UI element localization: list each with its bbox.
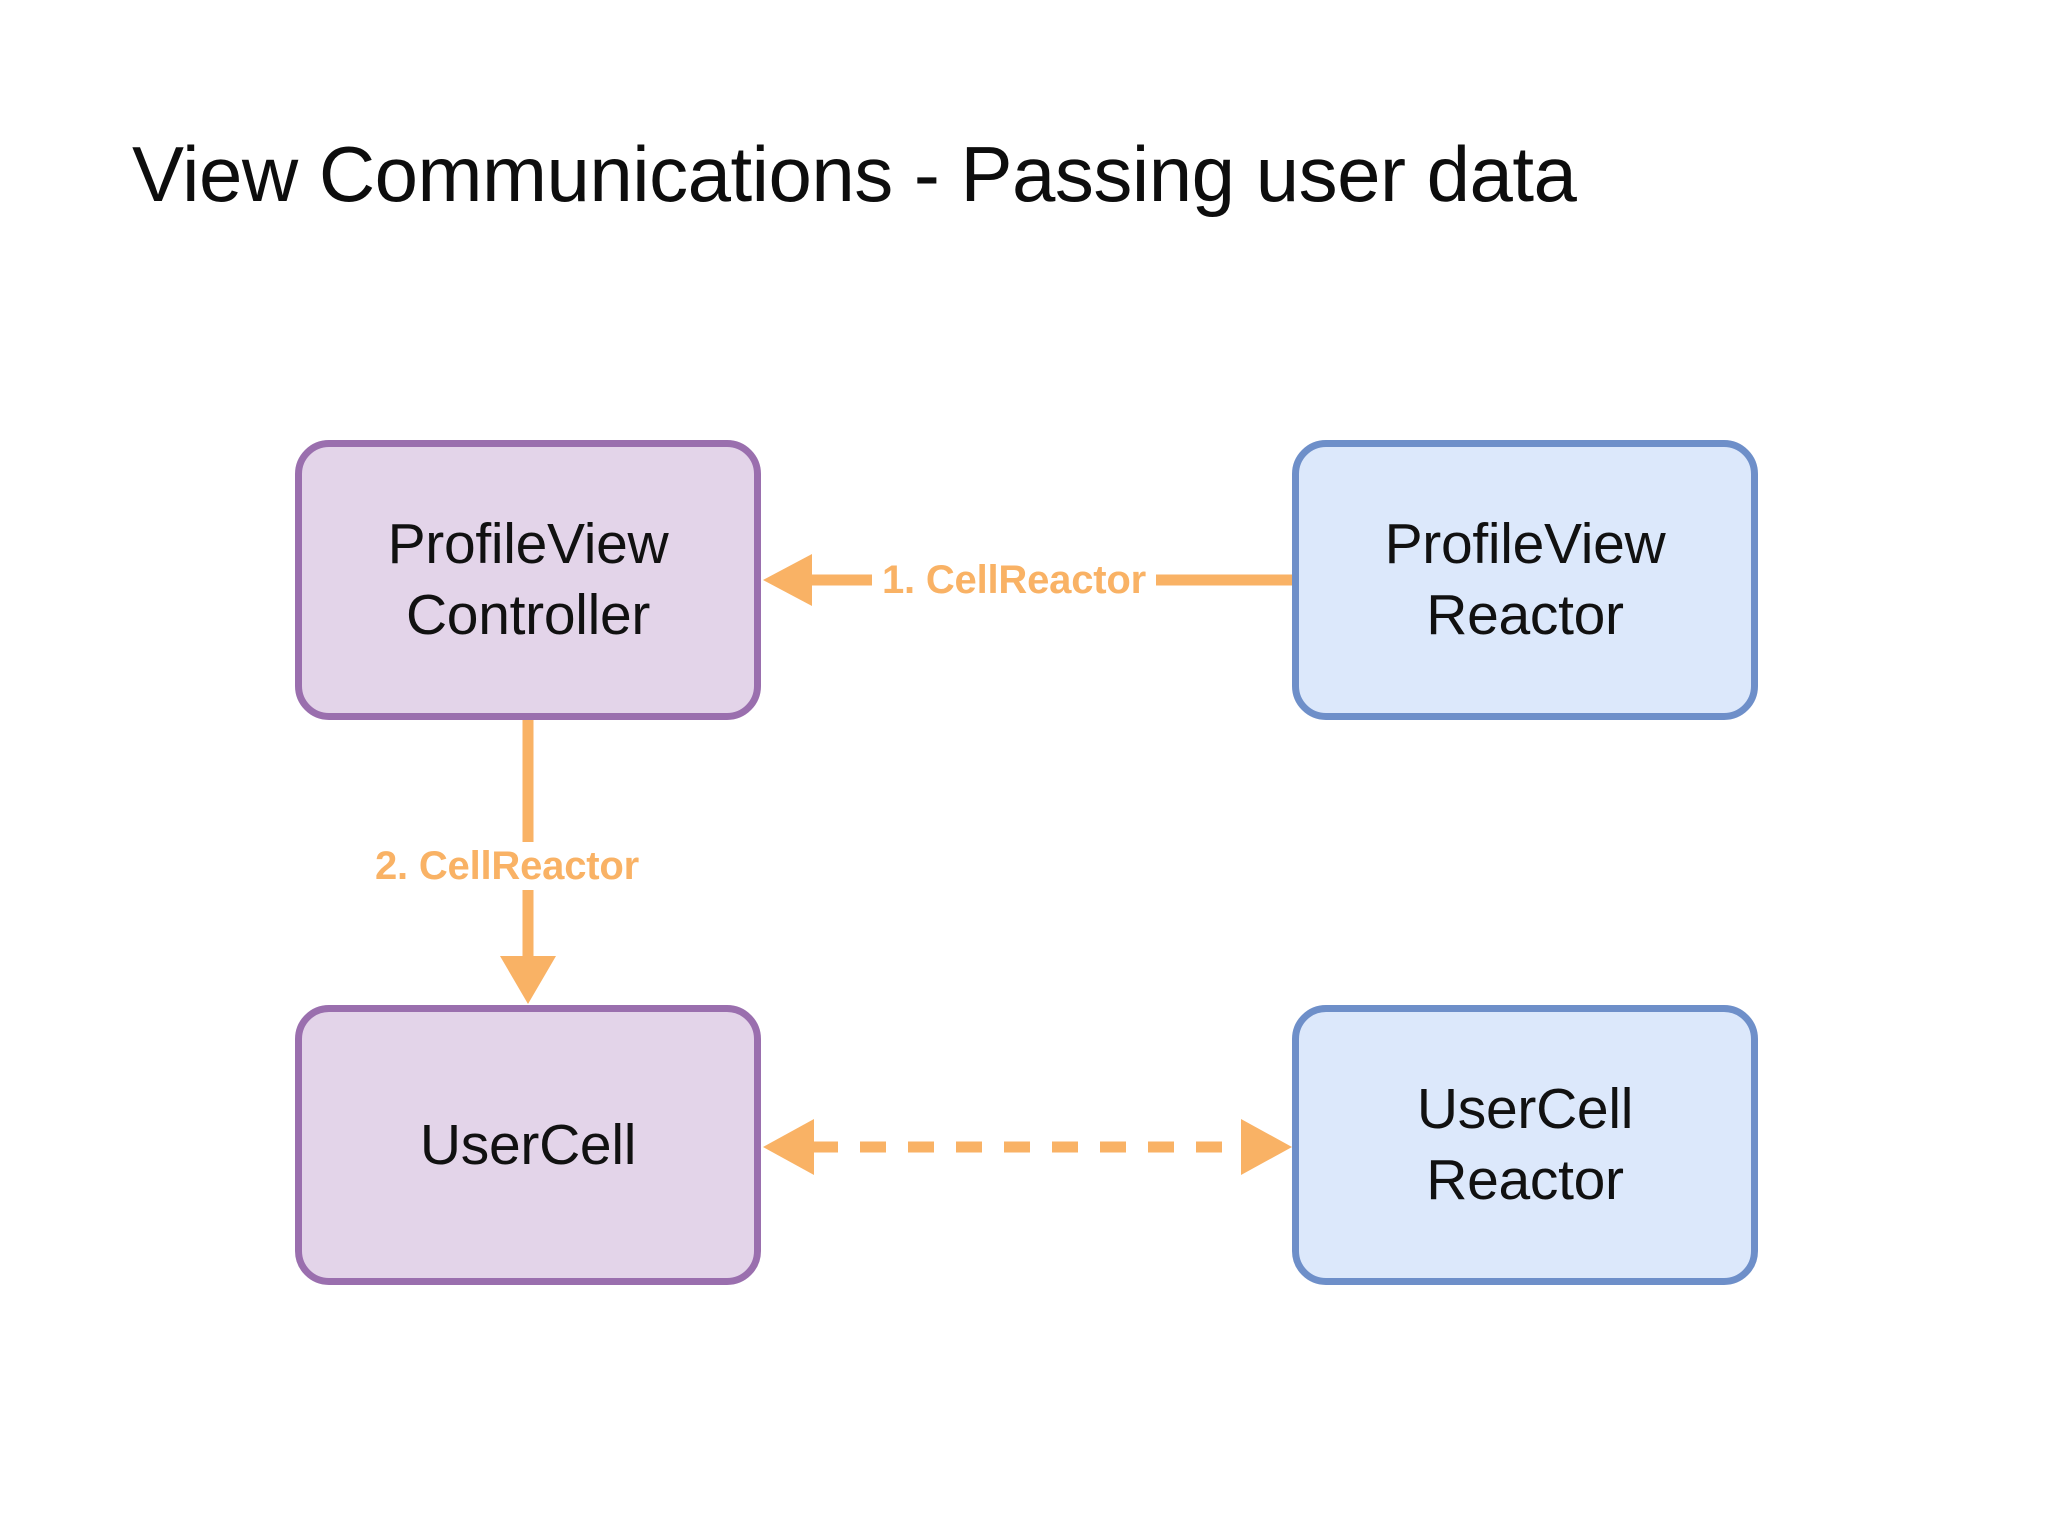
node-profileview-reactor[interactable]: ProfileView Reactor xyxy=(1292,440,1758,720)
node-profileview-controller-label: ProfileView Controller xyxy=(387,512,669,647)
node-usercell-reactor[interactable]: UserCell Reactor xyxy=(1292,1005,1758,1285)
node-profileview-reactor-label: ProfileView Reactor xyxy=(1384,512,1666,647)
edge-label-2-cellreactor: 2. CellReactor xyxy=(365,842,649,890)
edge-3-connector xyxy=(763,1119,1292,1175)
page-title: View Communications - Passing user data xyxy=(132,130,1577,218)
node-usercell-reactor-label: UserCell Reactor xyxy=(1416,1077,1634,1212)
edge-label-1-cellreactor: 1. CellReactor xyxy=(872,556,1156,604)
node-usercell-label: UserCell xyxy=(419,1112,637,1177)
edge-2-arrowhead-down xyxy=(500,956,556,1004)
node-usercell[interactable]: UserCell xyxy=(295,1005,761,1285)
edge-3-arrowhead-right xyxy=(1241,1119,1292,1175)
edge-1-arrowhead-left xyxy=(763,554,812,606)
node-profileview-controller[interactable]: ProfileView Controller xyxy=(295,440,761,720)
edge-3-arrowhead-left xyxy=(763,1119,814,1175)
